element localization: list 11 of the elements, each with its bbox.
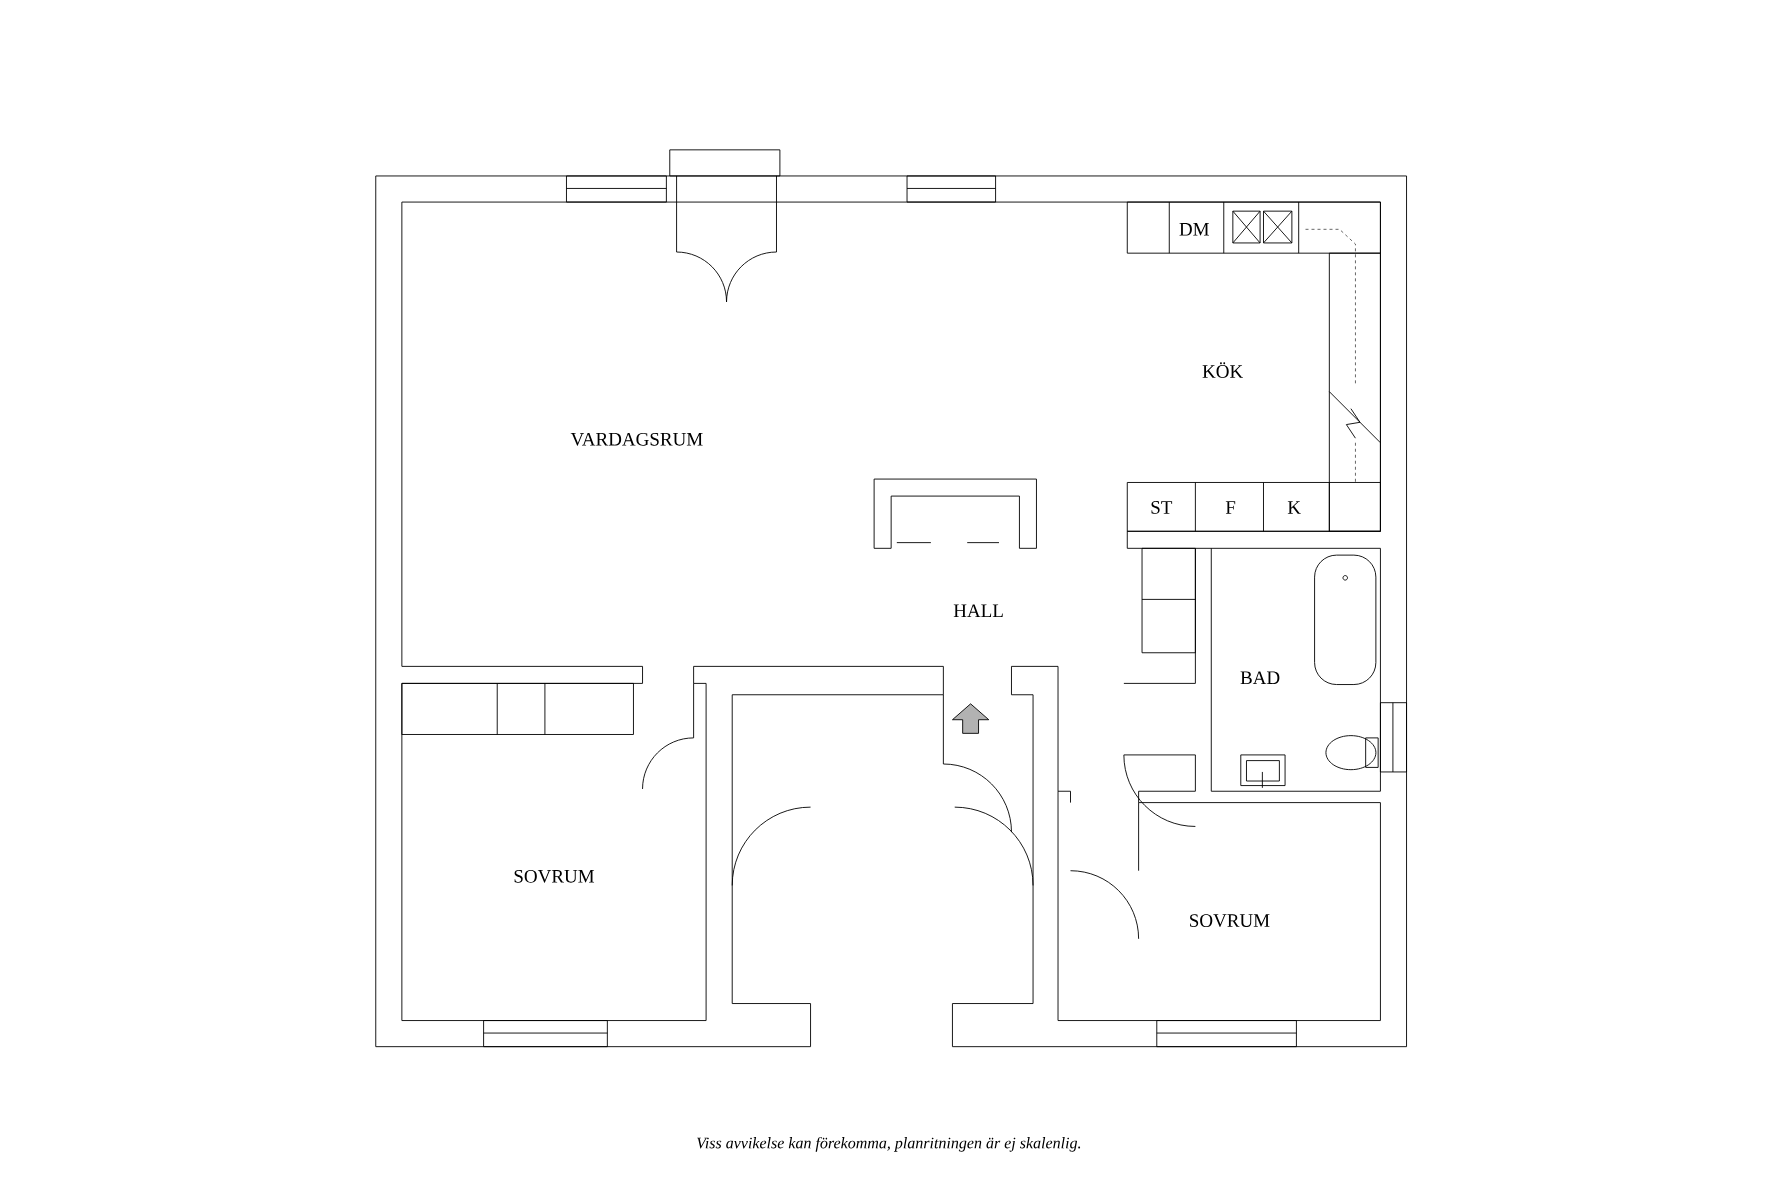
room-label: SOVRUM — [1190, 914, 1270, 927]
appliance-label: K — [1287, 501, 1301, 514]
appliance-label: F — [1225, 501, 1236, 514]
caption: Viss avvikelse kan förekomma, planritningen är ej skalenlig. — [697, 1136, 1081, 1152]
room-label: KÖK — [1202, 362, 1243, 378]
room-label: SOVRUM — [514, 869, 595, 883]
appliance-label: ST — [1151, 500, 1173, 514]
appliance-label: DM — [1179, 222, 1209, 236]
room-label: BAD — [1240, 671, 1280, 684]
room-label: HALL — [953, 604, 1003, 617]
room-label: VARDAGSRUM — [570, 432, 703, 446]
